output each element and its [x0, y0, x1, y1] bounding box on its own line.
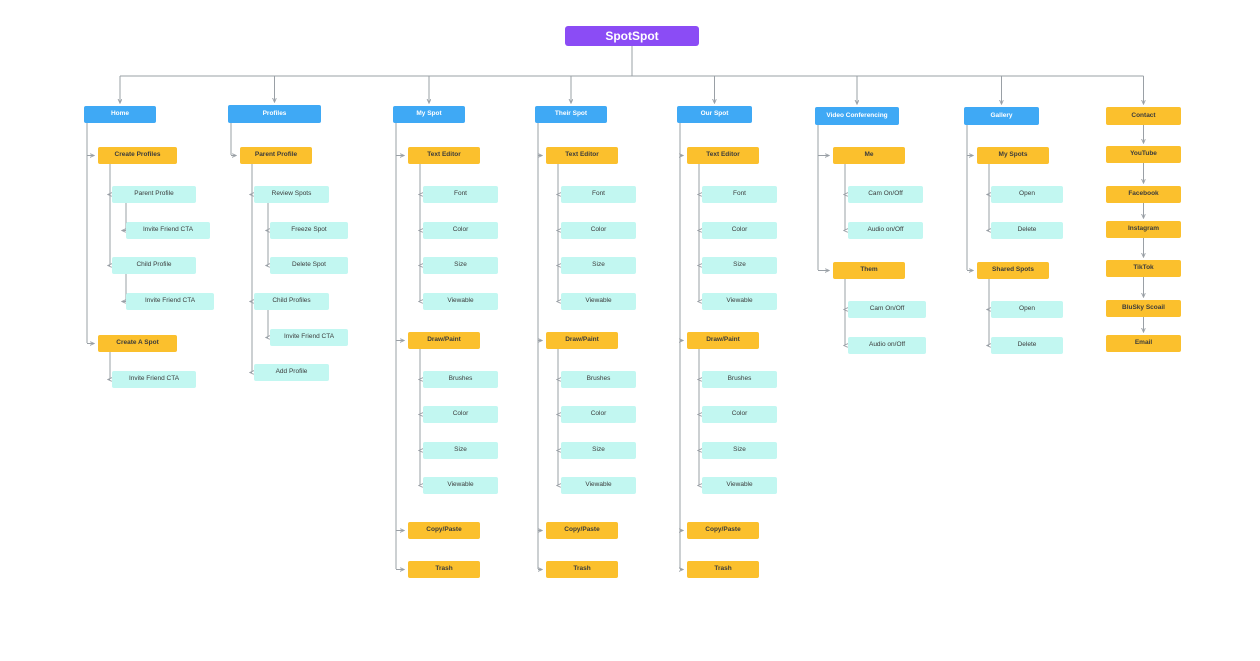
node-color[interactable]: Color — [561, 406, 636, 423]
node-invite-friend-cta[interactable]: Invite Friend CTA — [112, 371, 196, 388]
node-child-profiles[interactable]: Child Profiles — [254, 293, 329, 310]
node-text-editor[interactable]: Text Editor — [687, 147, 759, 164]
node-color[interactable]: Color — [423, 222, 498, 239]
node-copy-paste[interactable]: Copy/Paste — [408, 522, 480, 539]
node-copy-paste[interactable]: Copy/Paste — [687, 522, 759, 539]
node-delete[interactable]: Delete — [991, 337, 1063, 354]
node-size[interactable]: Size — [423, 442, 498, 459]
node-instagram[interactable]: Instagram — [1106, 221, 1181, 238]
node-cam-on-off[interactable]: Cam On/Off — [848, 301, 926, 318]
node-brushes[interactable]: Brushes — [423, 371, 498, 388]
node-head-profiles[interactable]: Profiles — [228, 105, 321, 123]
node-draw-paint[interactable]: Draw/Paint — [687, 332, 759, 349]
node-head-gallery[interactable]: Gallery — [964, 107, 1039, 125]
node-size[interactable]: Size — [561, 257, 636, 274]
node-email[interactable]: Email — [1106, 335, 1181, 352]
node-blusky-scoail[interactable]: BluSky Scoail — [1106, 300, 1181, 317]
node-brushes[interactable]: Brushes — [702, 371, 777, 388]
node-font[interactable]: Font — [423, 186, 498, 203]
node-text-editor[interactable]: Text Editor — [546, 147, 618, 164]
node-trash[interactable]: Trash — [408, 561, 480, 578]
node-viewable[interactable]: Viewable — [561, 293, 636, 310]
node-color[interactable]: Color — [702, 222, 777, 239]
node-head-home[interactable]: Home — [84, 106, 156, 123]
node-parent-profile[interactable]: Parent Profile — [240, 147, 312, 164]
node-invite-friend-cta[interactable]: Invite Friend CTA — [126, 293, 214, 310]
node-cam-on-off[interactable]: Cam On/Off — [848, 186, 923, 203]
node-brushes[interactable]: Brushes — [561, 371, 636, 388]
node-head-our-spot[interactable]: Our Spot — [677, 106, 752, 123]
node-invite-friend-cta[interactable]: Invite Friend CTA — [126, 222, 210, 239]
node-size[interactable]: Size — [423, 257, 498, 274]
node-delete-spot[interactable]: Delete Spot — [270, 257, 348, 274]
node-color[interactable]: Color — [423, 406, 498, 423]
node-facebook[interactable]: Facebook — [1106, 186, 1181, 203]
node-font[interactable]: Font — [702, 186, 777, 203]
node-shared-spots[interactable]: Shared Spots — [977, 262, 1049, 279]
node-viewable[interactable]: Viewable — [702, 477, 777, 494]
node-review-spots[interactable]: Review Spots — [254, 186, 329, 203]
node-color[interactable]: Color — [702, 406, 777, 423]
node-head-my-spot[interactable]: My Spot — [393, 106, 465, 123]
node-audio-on-off[interactable]: Audio on/Off — [848, 337, 926, 354]
node-viewable[interactable]: Viewable — [423, 293, 498, 310]
node-draw-paint[interactable]: Draw/Paint — [546, 332, 618, 349]
node-child-profile[interactable]: Child Profile — [112, 257, 196, 274]
node-head-contact[interactable]: Contact — [1106, 107, 1181, 125]
node-color[interactable]: Color — [561, 222, 636, 239]
node-size[interactable]: Size — [702, 257, 777, 274]
node-freeze-spot[interactable]: Freeze Spot — [270, 222, 348, 239]
node-my-spots[interactable]: My Spots — [977, 147, 1049, 164]
node-text-editor[interactable]: Text Editor — [408, 147, 480, 164]
node-tiktok[interactable]: TikTok — [1106, 260, 1181, 277]
node-open[interactable]: Open — [991, 186, 1063, 203]
node-viewable[interactable]: Viewable — [561, 477, 636, 494]
node-audio-on-off[interactable]: Audio on/Off — [848, 222, 923, 239]
node-them[interactable]: Them — [833, 262, 905, 279]
node-viewable[interactable]: Viewable — [423, 477, 498, 494]
node-delete[interactable]: Delete — [991, 222, 1063, 239]
node-head-their-spot[interactable]: Their Spot — [535, 106, 607, 123]
node-viewable[interactable]: Viewable — [702, 293, 777, 310]
node-invite-friend-cta[interactable]: Invite Friend CTA — [270, 329, 348, 346]
node-create-profiles[interactable]: Create Profiles — [98, 147, 177, 164]
node-size[interactable]: Size — [561, 442, 636, 459]
node-add-profile[interactable]: Add Profile — [254, 364, 329, 381]
root-node-spotspot[interactable]: SpotSpot — [565, 26, 699, 46]
node-trash[interactable]: Trash — [546, 561, 618, 578]
node-size[interactable]: Size — [702, 442, 777, 459]
node-me[interactable]: Me — [833, 147, 905, 164]
node-parent-profile[interactable]: Parent Profile — [112, 186, 196, 203]
node-head-video-conferencing[interactable]: Video Conferencing — [815, 107, 899, 125]
node-open[interactable]: Open — [991, 301, 1063, 318]
node-youtube[interactable]: YouTube — [1106, 146, 1181, 163]
node-draw-paint[interactable]: Draw/Paint — [408, 332, 480, 349]
node-create-a-spot[interactable]: Create A Spot — [98, 335, 177, 352]
node-trash[interactable]: Trash — [687, 561, 759, 578]
node-font[interactable]: Font — [561, 186, 636, 203]
node-copy-paste[interactable]: Copy/Paste — [546, 522, 618, 539]
